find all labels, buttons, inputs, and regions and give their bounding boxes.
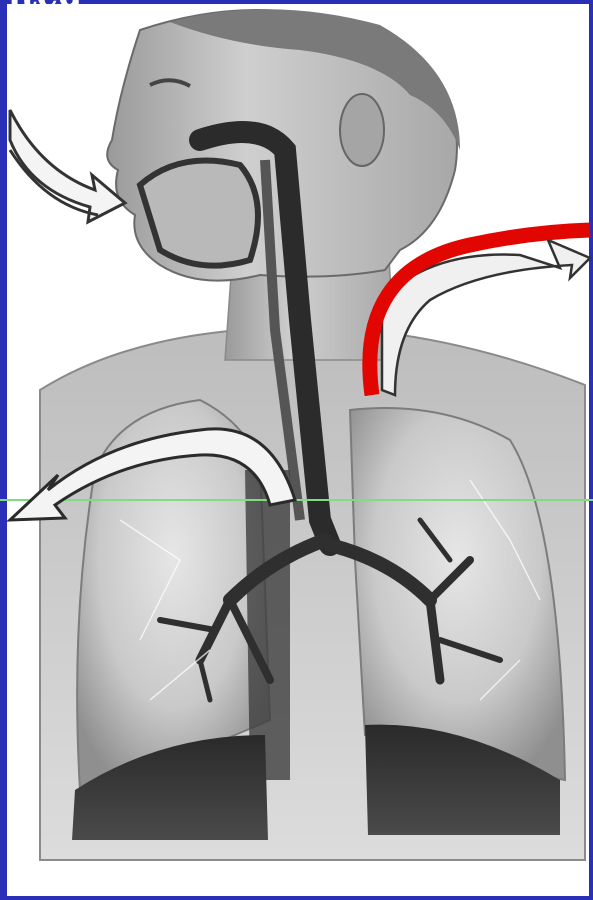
heart-shadow bbox=[245, 470, 290, 780]
ear bbox=[340, 94, 384, 166]
oral-cavity bbox=[140, 161, 258, 266]
